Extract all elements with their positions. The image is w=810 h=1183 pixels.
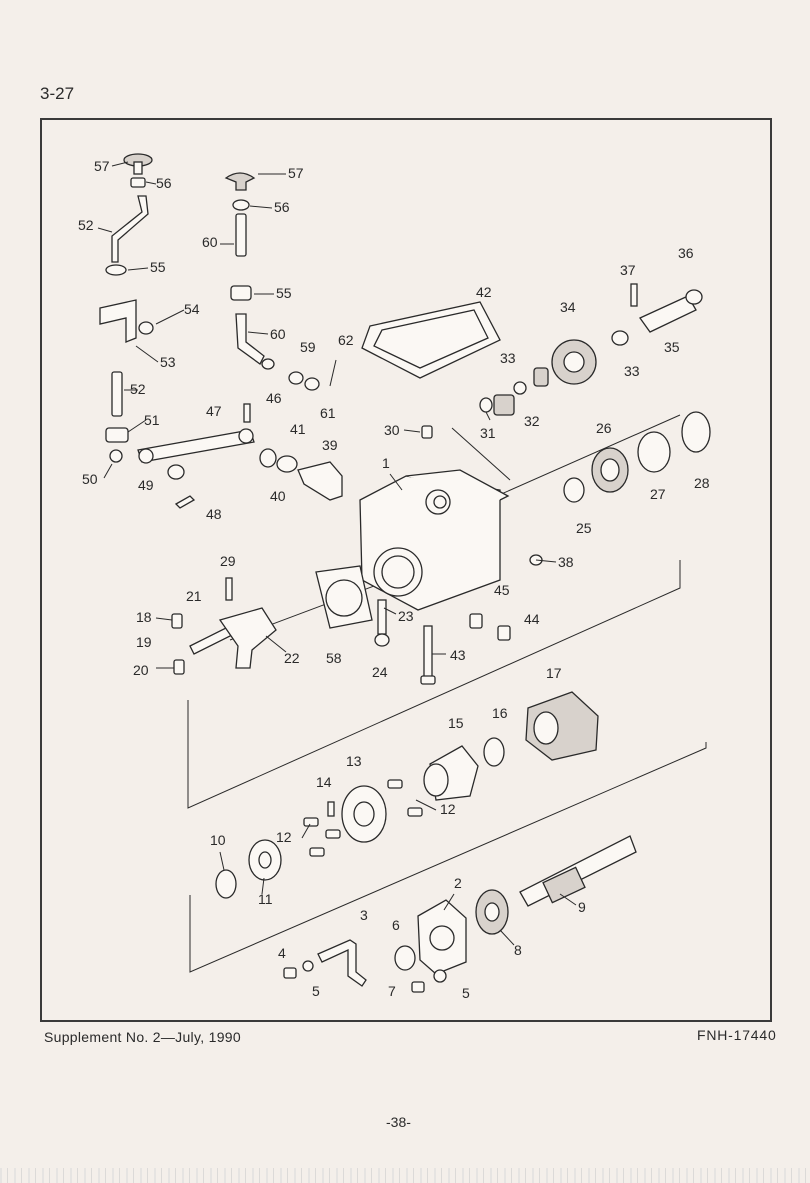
callout: 12 [276,829,292,845]
callout: 6 [392,917,400,933]
callout: 23 [398,608,414,624]
callout: 24 [372,664,388,680]
callout: 10 [210,832,226,848]
callout-pointers [97,161,577,946]
callout: 62 [338,332,354,348]
callout: 59 [300,339,316,355]
cover-plate [361,301,501,379]
callout: 26 [596,420,612,436]
callout: 30 [384,422,400,438]
callout: 58 [326,650,342,666]
callout: 29 [220,553,236,569]
callout: 52 [78,217,94,233]
callout: 7 [388,983,396,999]
callout: 35 [664,339,680,355]
shift-linkage [137,403,343,509]
synchronizer-group [303,691,599,857]
callout: 2 [454,875,462,891]
callout: 37 [620,262,636,278]
callout: 45 [494,582,510,598]
callout: 57 [94,158,110,174]
main-bearing-set [529,411,711,566]
counter-gears [421,283,703,439]
callout: 52 [130,381,146,397]
callout: 49 [138,477,154,493]
callout: 60 [202,234,218,250]
callout: 60 [270,326,286,342]
callout-labels: 1 2 3 4 5 5 6 7 8 9 10 11 12 12 13 14 15… [78,158,710,1001]
callout: 20 [133,662,149,678]
callout: 8 [514,942,522,958]
callout: 21 [186,588,202,604]
shift-lever-assembly [99,153,154,463]
callout: 4 [278,945,286,961]
callout: 12 [440,801,456,817]
page-number: -38- [386,1114,411,1130]
callout: 28 [694,475,710,491]
callout: 38 [558,554,574,570]
callout: 39 [322,437,338,453]
callout: 32 [524,413,540,429]
callout: 31 [480,425,496,441]
callout: 1 [382,455,390,471]
callout: 44 [524,611,540,627]
main-shaft-group [215,835,637,993]
callout: 15 [448,715,464,731]
callout: 22 [284,650,300,666]
callout: 3 [360,907,368,923]
callout: 33 [624,363,640,379]
callout: 55 [150,259,166,275]
callout: 13 [346,753,362,769]
callout: 17 [546,665,562,681]
callout: 57 [288,165,304,181]
supplement-note: Supplement No. 2—July, 1990 [44,1029,241,1045]
callout: 43 [450,647,466,663]
shift-rod-assembly [224,172,337,391]
callout: 34 [560,299,576,315]
callout: 41 [290,421,306,437]
callout: 61 [320,405,336,421]
callout: 33 [500,350,516,366]
callout: 5 [462,985,470,1001]
callout: 47 [206,403,222,419]
callout: 46 [266,390,282,406]
callout: 9 [578,899,586,915]
callout: 40 [270,488,286,504]
callout: 11 [258,891,273,907]
callout: 55 [276,285,292,301]
callout: 19 [136,634,152,650]
callout: 5 [312,983,320,999]
callout: 53 [160,354,176,370]
figure-code: FNH-17440 [697,1027,777,1043]
callout: 27 [650,486,666,502]
callout: 56 [274,199,290,215]
transmission-case [359,469,510,611]
callout: 48 [206,506,222,522]
callout: 50 [82,471,98,487]
callout: 18 [136,609,152,625]
callout: 25 [576,520,592,536]
callout: 42 [476,284,492,300]
callout: 54 [184,301,200,317]
callout: 36 [678,245,694,261]
callout: 51 [144,412,160,428]
scan-artifact-strip [0,1168,810,1183]
shift-fork-and-gasket [171,565,511,685]
callout: 16 [492,705,508,721]
diagram-frame [40,118,772,1022]
section-number: 3-27 [40,84,75,103]
callout: 14 [316,774,332,790]
callout: 56 [156,175,172,191]
